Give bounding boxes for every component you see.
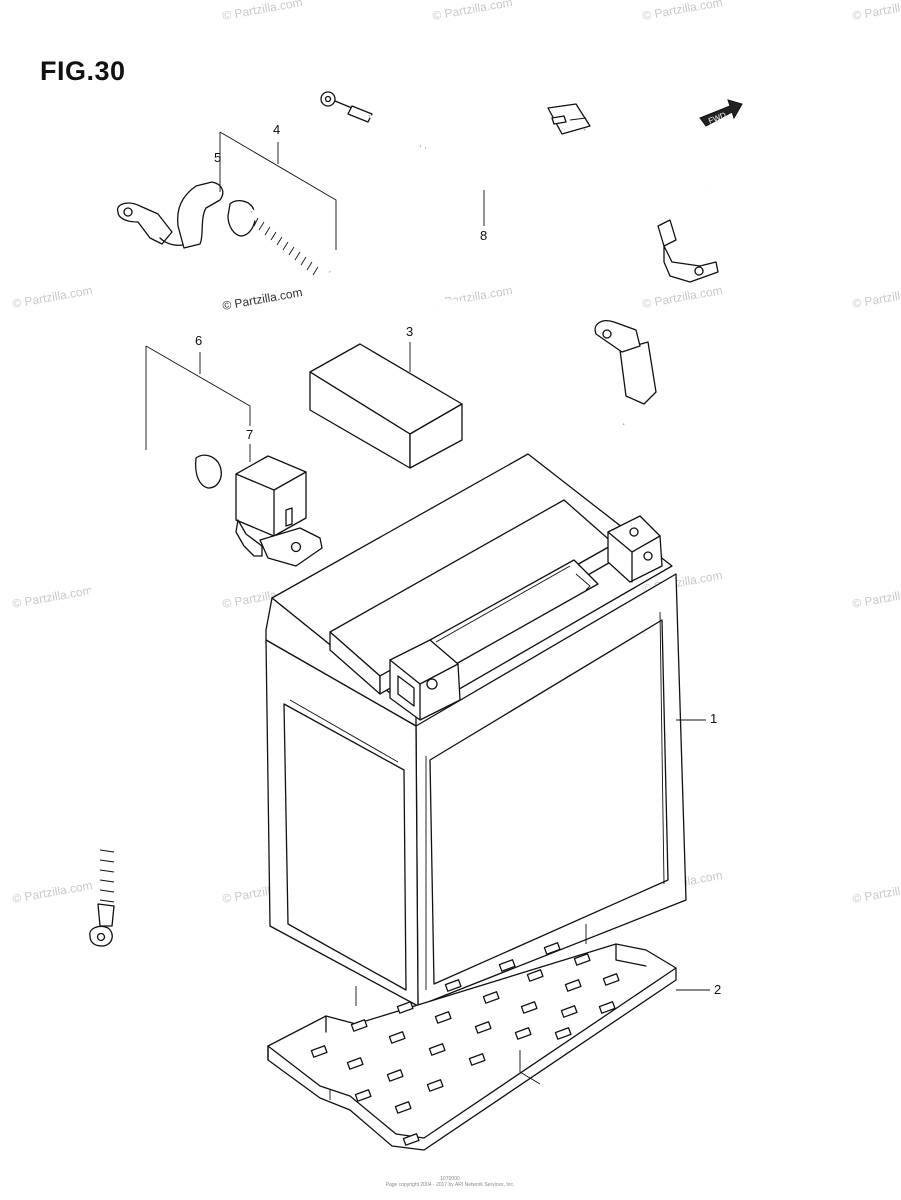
- part-8-lead-wire: [320, 91, 719, 283]
- fwd-direction-arrow: FWD: [699, 99, 743, 127]
- copyright-footer: 1070000 Page copyright 2004 - 2017 by AR…: [360, 1176, 540, 1188]
- part-6-battery-cable: [89, 446, 323, 947]
- callout-8: 8: [480, 228, 488, 243]
- part-1-battery: [265, 453, 687, 1007]
- callout-2: 2: [714, 982, 722, 997]
- leader-lines: [145, 131, 710, 991]
- callout-7: 7: [246, 427, 254, 442]
- callout-3: 3: [406, 324, 414, 339]
- figure-title: FIG.30: [40, 56, 126, 86]
- fwd-label: FWD: [707, 110, 727, 125]
- footer-copyright: Page copyright 2004 - 2017 by ARI Networ…: [385, 1182, 515, 1188]
- callout-5: 5: [214, 150, 222, 165]
- callout-4: 4: [273, 122, 281, 137]
- callout-6: 6: [195, 333, 203, 348]
- footer-code: 1070000: [440, 1176, 460, 1182]
- part-3-battery-pad: [309, 343, 463, 469]
- part-4-battery-cable: [116, 181, 657, 428]
- part-2-battery-tray: [267, 924, 677, 1151]
- callout-1: 1: [710, 711, 718, 726]
